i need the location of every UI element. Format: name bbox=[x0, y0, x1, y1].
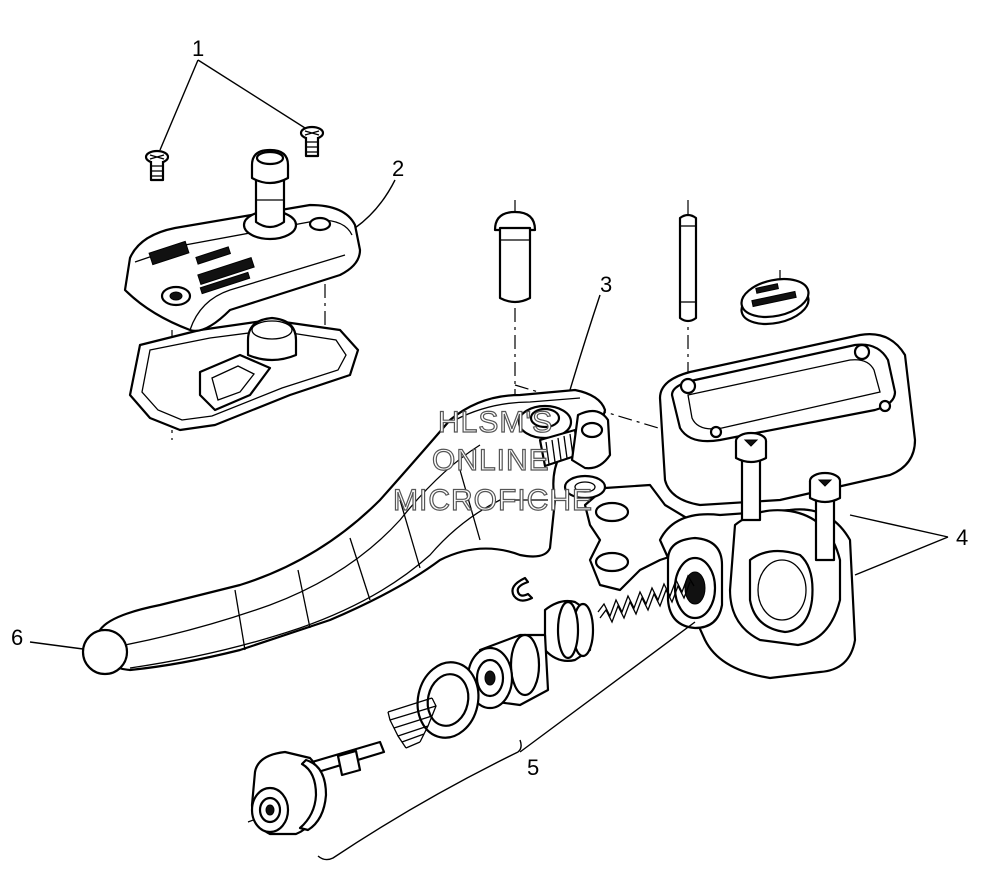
lever-ball-end bbox=[81, 628, 129, 676]
reservoir-cap-screws bbox=[144, 125, 325, 182]
clamp-bolt-right bbox=[808, 471, 842, 562]
reservoir-cover bbox=[123, 203, 362, 332]
seal-washer bbox=[416, 661, 480, 739]
callout-5: 5 bbox=[527, 755, 539, 780]
callout-3: 3 bbox=[600, 272, 612, 297]
push-rod bbox=[310, 740, 386, 777]
callout-6: 6 bbox=[11, 625, 23, 650]
piston-rear bbox=[543, 599, 595, 662]
circlip bbox=[511, 576, 534, 602]
screw-left bbox=[144, 149, 170, 182]
lever-pivot-pin bbox=[493, 210, 537, 304]
reservoir-cap-disk bbox=[740, 277, 810, 326]
callout-labels: 1 2 3 4 5 6 bbox=[11, 36, 968, 780]
callout-4: 4 bbox=[956, 525, 968, 550]
return-spring bbox=[597, 574, 695, 624]
vent-plug bbox=[250, 148, 290, 229]
brake-lever bbox=[81, 388, 612, 676]
conical-spring bbox=[387, 697, 437, 749]
watermark-line-2: ONLINE bbox=[432, 444, 550, 477]
watermark: HLSM'S ONLINE MICROFICHE bbox=[392, 405, 593, 517]
watermark-line-3: MICROFICHE bbox=[393, 484, 593, 517]
reservoir-cover-assembly bbox=[123, 148, 362, 432]
reservoir-diaphragm bbox=[128, 316, 360, 432]
master-cylinder-body bbox=[583, 333, 917, 680]
dust-boot bbox=[250, 750, 328, 836]
callout-2: 2 bbox=[392, 156, 404, 181]
piston-front bbox=[466, 633, 550, 710]
callout-1: 1 bbox=[192, 36, 204, 61]
callout-leaders bbox=[29, 59, 949, 861]
screw-right bbox=[299, 125, 325, 158]
reservoir-pin bbox=[678, 213, 698, 323]
piston-kit bbox=[250, 574, 695, 836]
clamp-bolt-left bbox=[734, 431, 768, 522]
watermark-line-1: HLSM'S bbox=[438, 406, 553, 439]
